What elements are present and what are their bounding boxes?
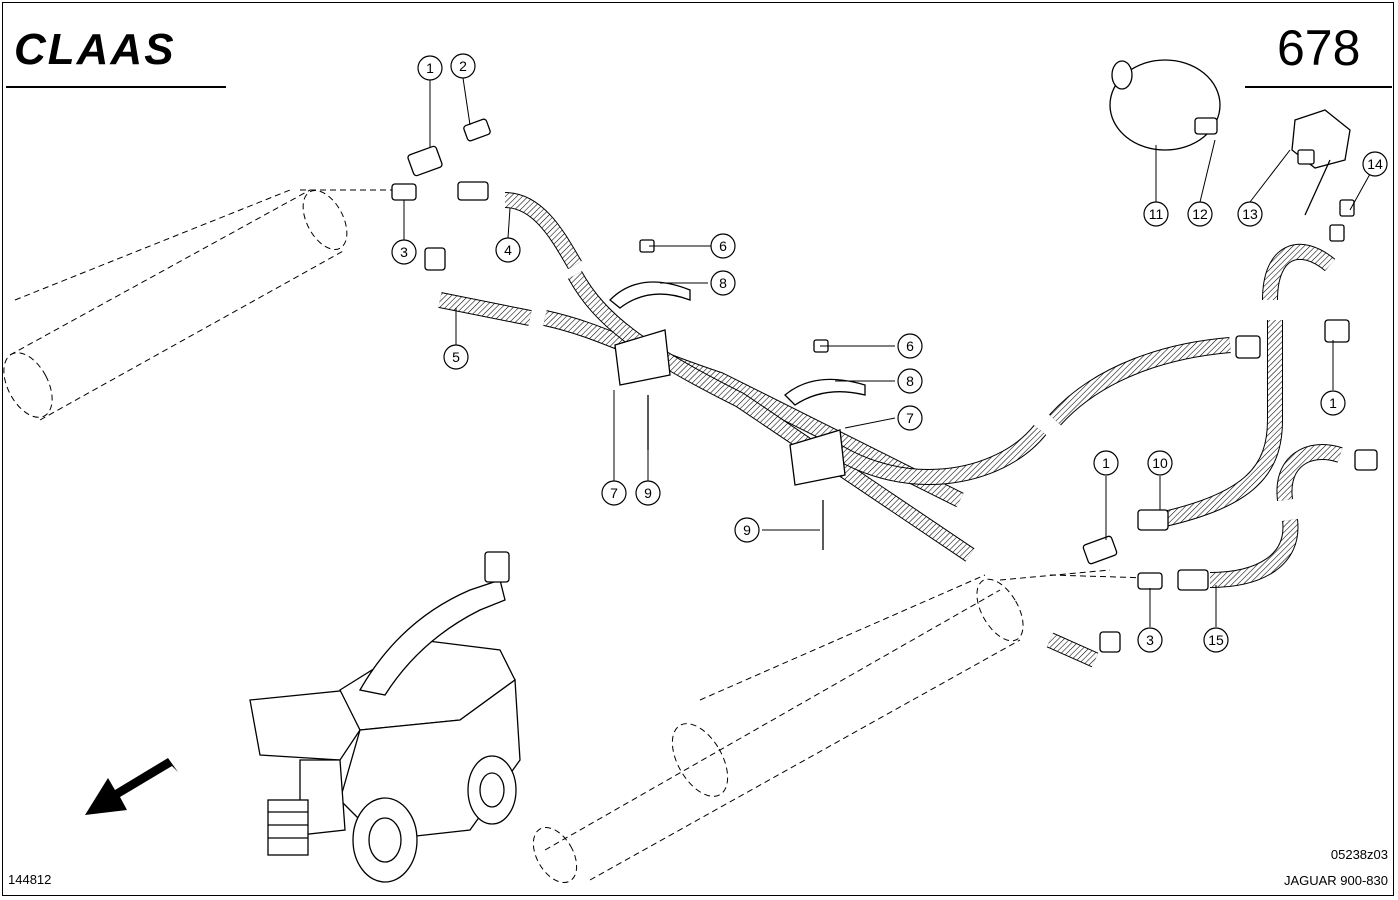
brand-logo: CLAAS — [6, 25, 226, 88]
svg-text:8: 8 — [906, 373, 914, 389]
callout-3: 3 — [1137, 627, 1163, 653]
svg-text:4: 4 — [504, 242, 512, 258]
callout-10: 10 — [1147, 450, 1173, 476]
callout-1: 1 — [417, 55, 443, 81]
svg-text:5: 5 — [452, 349, 460, 365]
svg-text:9: 9 — [644, 485, 652, 501]
svg-text:CLAAS: CLAAS — [14, 25, 176, 74]
callout-9: 9 — [635, 480, 661, 506]
svg-text:1: 1 — [1102, 455, 1110, 471]
callout-6: 6 — [710, 233, 736, 259]
svg-text:3: 3 — [400, 244, 408, 260]
svg-text:13: 13 — [1242, 206, 1258, 222]
svg-text:15: 15 — [1208, 632, 1224, 648]
svg-text:2: 2 — [459, 58, 467, 74]
callout-8: 8 — [897, 368, 923, 394]
model-label: JAGUAR 900-830 — [1284, 873, 1388, 888]
svg-text:3: 3 — [1146, 632, 1154, 648]
callout-13: 13 — [1237, 201, 1263, 227]
svg-text:9: 9 — [743, 522, 751, 538]
svg-text:10: 10 — [1152, 455, 1168, 471]
forage-harvester-icon — [249, 551, 521, 883]
clamp-blocks — [609, 281, 866, 550]
valve-block — [1291, 109, 1351, 216]
callout-7: 7 — [897, 405, 923, 431]
callout-7: 7 — [601, 480, 627, 506]
callout-8: 8 — [710, 270, 736, 296]
svg-text:12: 12 — [1192, 206, 1208, 222]
svg-text:11: 11 — [1149, 206, 1164, 222]
svg-text:7: 7 — [610, 485, 618, 501]
callout-9: 9 — [734, 517, 760, 543]
left-cylinder — [3, 189, 400, 421]
left-code: 144812 — [8, 872, 51, 887]
svg-text:8: 8 — [719, 275, 727, 291]
callout-15: 15 — [1203, 627, 1229, 653]
page-number-box: 678 — [1245, 20, 1392, 88]
svg-text:14: 14 — [1367, 156, 1383, 172]
callout-14: 14 — [1362, 151, 1388, 177]
callout-1: 1 — [1093, 450, 1119, 476]
callout-5: 5 — [443, 344, 469, 370]
accumulator — [1109, 59, 1221, 151]
svg-text:1: 1 — [1329, 395, 1337, 411]
callout-3: 3 — [391, 239, 417, 265]
svg-text:7: 7 — [906, 410, 914, 426]
callout-11: 11 — [1143, 201, 1169, 227]
hoses — [438, 192, 1343, 668]
callout-4: 4 — [495, 237, 521, 263]
right-cylinder — [532, 569, 1151, 883]
callout-6: 6 — [897, 333, 923, 359]
svg-text:6: 6 — [906, 338, 914, 354]
callout-2: 2 — [450, 53, 476, 79]
svg-text:6: 6 — [719, 238, 727, 254]
callout-12: 12 — [1187, 201, 1213, 227]
arrow-icon — [85, 758, 178, 815]
page-number: 678 — [1277, 20, 1360, 76]
callout-1: 1 — [1320, 390, 1346, 416]
drawing-code: 05238z03 — [1331, 847, 1388, 862]
svg-text:1: 1 — [426, 60, 434, 76]
callouts: 1 2 3 4 5 6 8 6 8 7 7 9 9 11 12 13 14 1 … — [391, 53, 1388, 653]
